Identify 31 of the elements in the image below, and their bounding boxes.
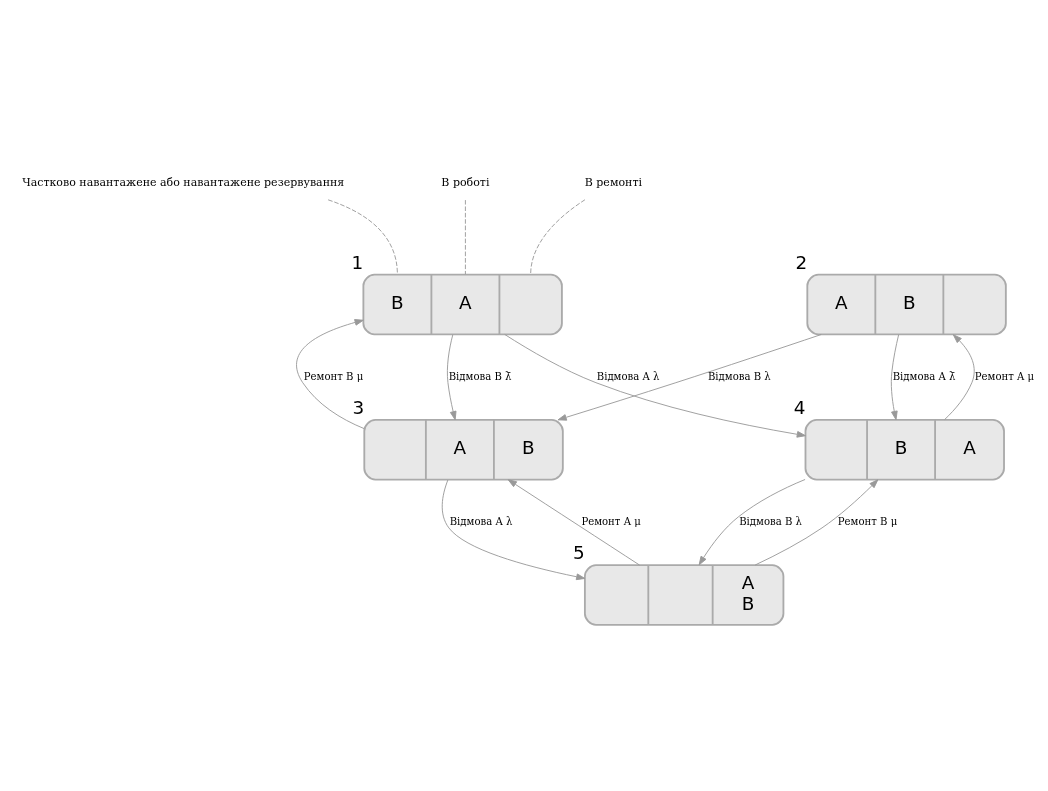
arrow <box>557 333 822 421</box>
node-label: 5 <box>573 541 585 563</box>
edge-label: Відмова A λ̄ <box>892 370 956 382</box>
node-label: 4 <box>793 396 806 418</box>
arrow <box>698 478 806 565</box>
edge-label: Ремонт A μ <box>581 515 641 527</box>
edge-label: Ремонт B μ <box>837 515 898 527</box>
node-text: Частково навантажене або навантажене резервування <box>22 175 345 189</box>
node-label: 3 <box>352 396 365 418</box>
node-text: В роботі <box>441 175 490 189</box>
arrow <box>944 333 975 420</box>
arrow <box>296 318 365 429</box>
node-label: 1 <box>351 251 364 273</box>
edge-label: Ремонт A μ <box>974 370 1035 382</box>
arrow <box>507 478 641 566</box>
node-text: В ремонті <box>584 175 643 189</box>
connector <box>530 198 586 275</box>
arrow <box>890 333 900 420</box>
node-label: 2 <box>795 251 808 273</box>
edge-label: Відмова A λ <box>449 515 513 527</box>
edge-label: Ремонт B μ <box>303 370 364 382</box>
arrow <box>504 333 806 438</box>
edge-label: Відмова B λ <box>739 515 802 527</box>
arrow <box>446 333 457 420</box>
arrow <box>754 478 879 565</box>
arrow <box>441 479 586 580</box>
edge-label: Відмова B λ̄ <box>448 370 512 382</box>
edge-label: Відмова A λ <box>596 370 660 382</box>
connector <box>327 198 398 275</box>
connector <box>464 199 466 275</box>
edge-label: Відмова B λ <box>707 370 771 382</box>
